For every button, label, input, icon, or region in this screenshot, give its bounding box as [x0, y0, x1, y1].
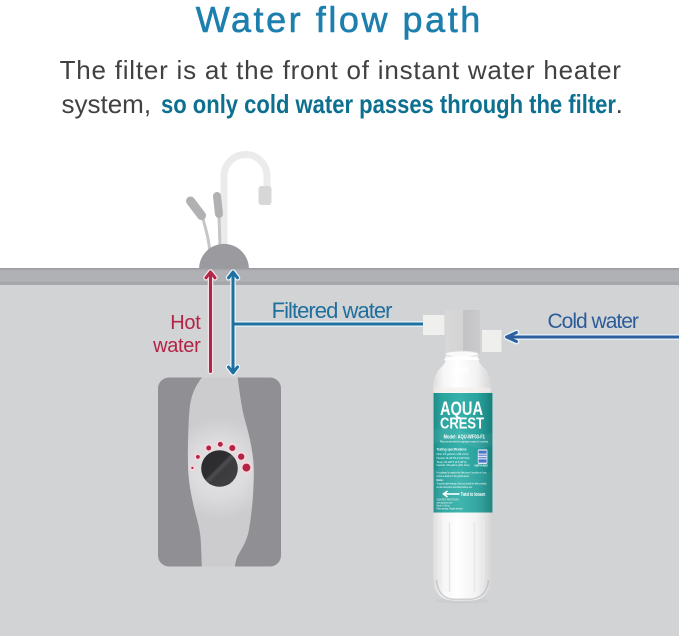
svg-text:notice a decline in the perfor: notice a decline in the performance. — [437, 474, 470, 478]
svg-text:Temp: 33-100°F (0.6-38°C): Temp: 33-100°F (0.6-38°C) — [437, 460, 467, 464]
svg-text:AQUA: AQUA — [440, 399, 483, 420]
svg-text:It is advised to replace the f: It is advised to replace the filter once… — [437, 470, 487, 474]
svg-text:Flow: 0.5 gal/min (1.89 L/m: Flow: 0.5 gal/min (1.89 L/min) — [437, 452, 469, 456]
svg-text:Made in China: Made in China — [437, 505, 450, 508]
svg-text:www.aquacrest.com: www.aquacrest.com — [437, 502, 453, 505]
svg-text:as the instruction described b: as the instruction described before use. — [437, 485, 473, 489]
svg-text:Recommended to replace every 6: Recommended to replace every 6 months — [440, 440, 489, 444]
svg-text:AQUACREST WATER FILTER: AQUACREST WATER FILTER — [437, 499, 459, 502]
svg-text:Note:: Note: — [437, 478, 444, 482]
svg-text:NSF/ANSI: NSF/ANSI — [474, 463, 487, 467]
svg-text:Patent pending. All rights res: Patent pending. All rights reserved — [437, 507, 463, 510]
svg-text:To avoid water leakage, flush: To avoid water leakage, flush and instal… — [437, 481, 487, 485]
svg-text:Pressure: 25-120 PSI (172-8: Pressure: 25-120 PSI (172-827 kPa) — [437, 456, 470, 460]
svg-text:Capacity: 320 gallons (1211: Capacity: 320 gallons (1211 liters) — [437, 463, 470, 467]
svg-text:Model: AQU-WF03-F1: Model: AQU-WF03-F1 — [444, 434, 485, 440]
svg-text:CREST: CREST — [440, 416, 485, 433]
svg-text:Testing specifications: Testing specifications — [437, 448, 467, 452]
svg-text:Twist to loosen: Twist to loosen — [461, 492, 486, 498]
